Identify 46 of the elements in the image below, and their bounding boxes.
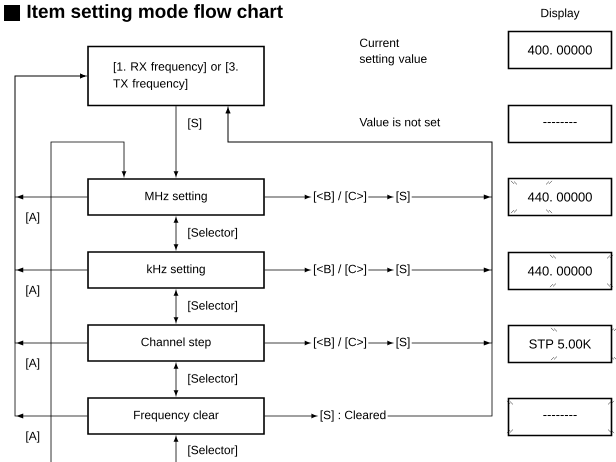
arrow (368, 340, 393, 346)
edge-label: [Selector] (186, 300, 239, 314)
key-text: [S] (396, 191, 410, 203)
process-box: kHz setting (87, 251, 265, 289)
edge-label: [A] (24, 430, 42, 444)
edge-label: [A] (24, 357, 42, 371)
process-box: Frequency clear (87, 397, 265, 435)
note-text: Current setting value (360, 38, 427, 66)
column-heading: Display (541, 8, 580, 20)
key-text: [S] (396, 264, 410, 276)
edge-label: [Selector] (186, 444, 239, 458)
arrow (226, 108, 492, 416)
edge-label: [Selector] (186, 226, 239, 240)
arrow (264, 340, 310, 346)
arrow (368, 194, 393, 200)
arrow (264, 194, 310, 200)
arrow (174, 436, 178, 462)
arrow (174, 363, 178, 396)
process-box: Channel step (87, 324, 265, 362)
process-box: MHz setting (87, 178, 265, 216)
display-box: -------- (508, 398, 612, 436)
display-box: STP 5.00K (508, 324, 612, 364)
key-text: [S] : Cleared (320, 410, 386, 422)
edge-label: [A] (24, 211, 42, 225)
edge-label: [Selector] (186, 372, 239, 386)
display-box: 440. 00000 (508, 178, 612, 216)
display-box: 440. 00000 (508, 252, 612, 290)
process-box: [1. RX frequency] or [3. TX frequency] (87, 46, 265, 106)
arrow (264, 414, 318, 418)
edge-label: [A] (24, 284, 42, 298)
arrow (174, 217, 178, 250)
arrow (264, 268, 310, 272)
key-text: [<B] / [C>] (314, 337, 366, 349)
title: Item setting mode flow chart (28, 4, 283, 22)
display-box: -------- (508, 104, 612, 144)
display-box: 400. 00000 (508, 30, 612, 70)
arrow (14, 74, 88, 418)
key-text: [<B] / [C>] (314, 264, 366, 276)
note-text: Value is not set (359, 118, 440, 126)
arrow (174, 106, 178, 177)
arrow (368, 268, 393, 272)
arrow (174, 290, 178, 323)
key-text: [S] (396, 337, 410, 349)
edge-label: [S] (186, 117, 204, 131)
key-text: [<B] / [C>] (314, 191, 366, 203)
arrow (50, 142, 126, 462)
